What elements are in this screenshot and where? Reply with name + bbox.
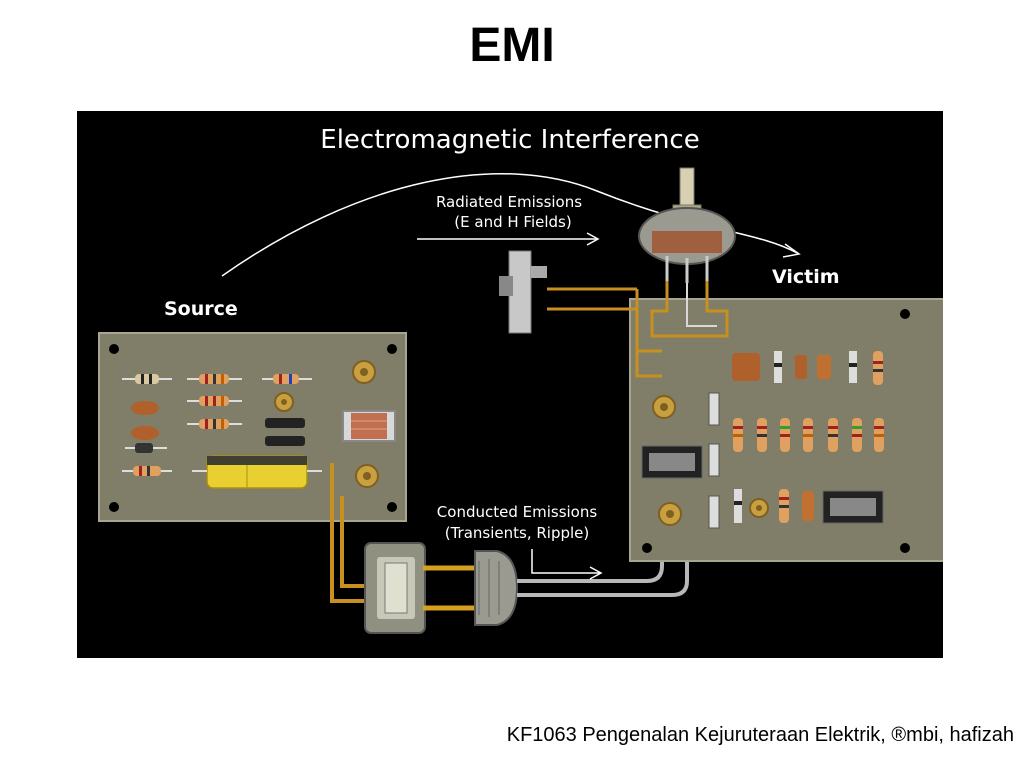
emi-illustration: Electromagnetic Interference Radiated Em… — [98, 125, 943, 634]
radiated-arrow — [221, 172, 801, 277]
slide-title: EMI — [469, 19, 555, 72]
potentiometer — [638, 167, 736, 338]
source-transformer — [342, 410, 396, 442]
victim-top-row-components — [732, 351, 883, 385]
radiated-label-line2: (E and H Fields) — [454, 213, 571, 231]
toggle-switch — [499, 250, 662, 378]
source-resistors — [122, 374, 312, 476]
victim-power-cable — [517, 543, 689, 597]
emi-diagram: Electromagnetic Interference Radiated Em… — [77, 111, 943, 658]
source-label: Source — [164, 298, 238, 320]
power-socket — [364, 542, 426, 634]
victim-board — [629, 298, 943, 562]
source-capacitors — [125, 401, 305, 453]
source-trimmers — [274, 360, 379, 488]
victim-ic-chips — [641, 445, 884, 524]
radiated-label-line1: Radiated Emissions — [436, 193, 582, 211]
source-electrolytic-capacitor — [192, 455, 322, 489]
victim-middle-resistors — [733, 418, 884, 452]
conducted-label-line1: Conducted Emissions — [437, 503, 598, 521]
victim-label: Victim — [772, 266, 840, 288]
diagram-heading: Electromagnetic Interference — [320, 125, 699, 155]
source-board — [98, 332, 407, 522]
conducted-label-line2: (Transients, Ripple) — [445, 524, 590, 542]
conducted-arrow — [531, 549, 603, 580]
slide-footer: KF1063 Pengenalan Kejuruteraan Elektrik,… — [506, 724, 1014, 746]
power-plug — [423, 550, 519, 626]
